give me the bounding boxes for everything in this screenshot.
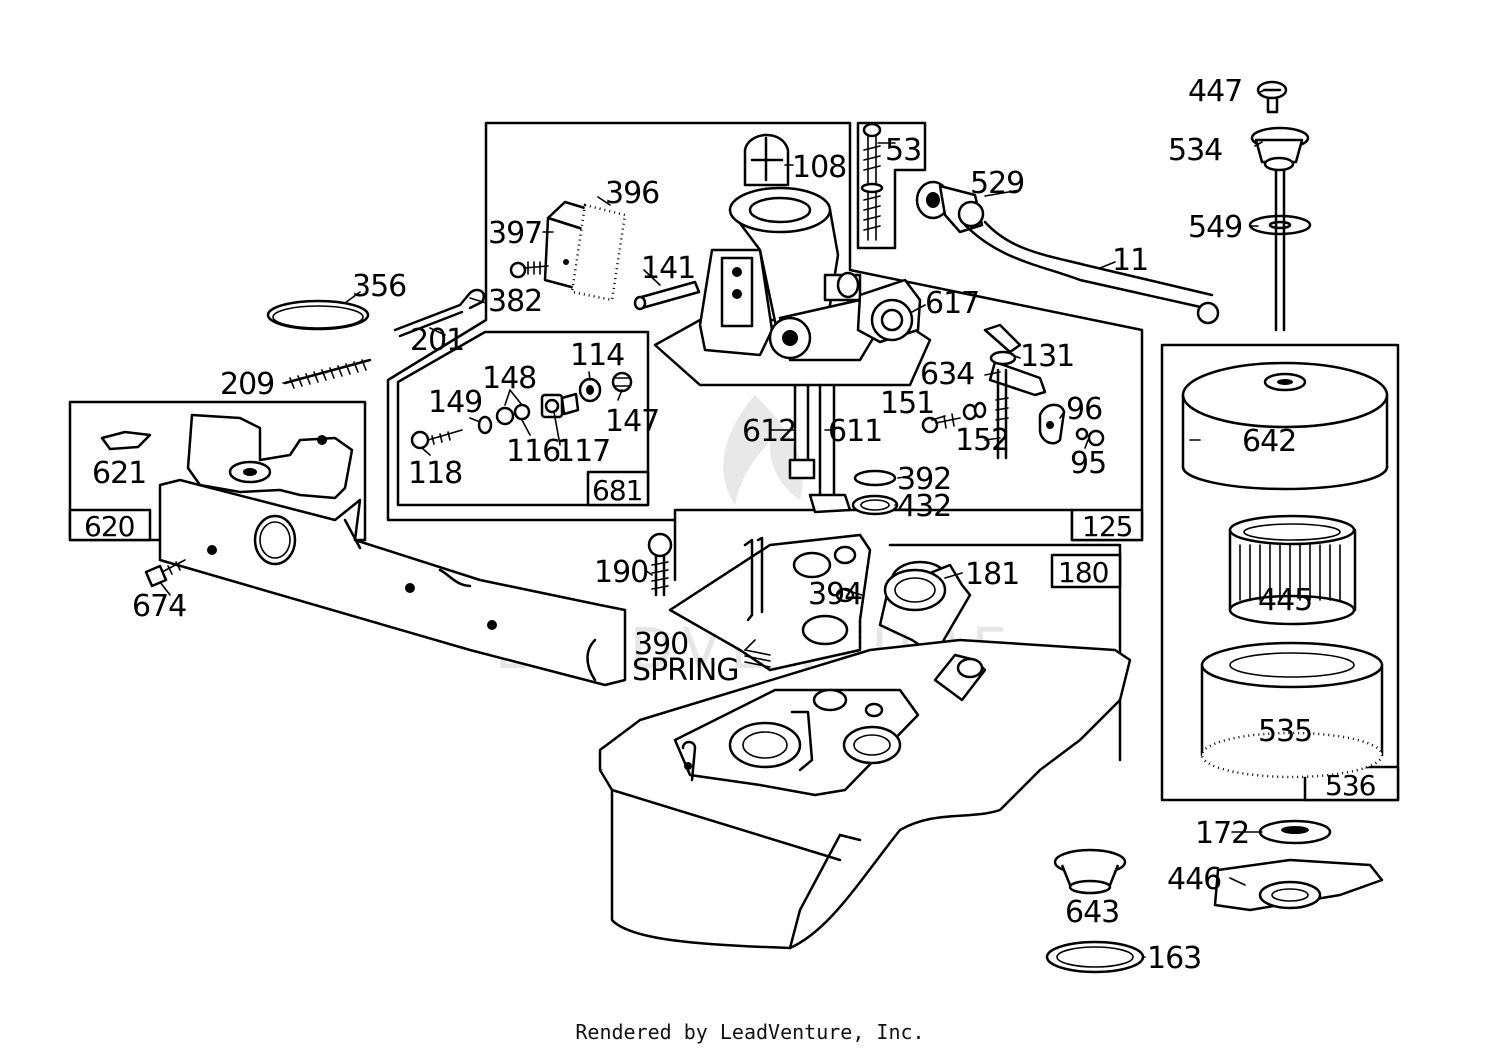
part-labels: 447 534 549 53 108 529 11 396 397 141 35…: [92, 74, 1313, 976]
part-172-seal: [1258, 819, 1332, 845]
label-534: 534: [1168, 133, 1222, 168]
label-445: 445: [1258, 583, 1312, 618]
label-96: 96: [1066, 392, 1102, 427]
part-53-screw: [860, 122, 884, 241]
label-621: 621: [92, 456, 146, 491]
label-118: 118: [408, 456, 462, 491]
label-397: 397: [488, 216, 542, 251]
box-tag-125: [1070, 508, 1144, 542]
label-642: 642: [1242, 424, 1296, 459]
part-397-block: [543, 200, 627, 302]
footer-credit: Rendered by LeadVenture, Inc.: [575, 1020, 925, 1044]
label-396: 396: [605, 176, 659, 211]
label-674: 674: [132, 589, 186, 624]
label-114: 114: [570, 338, 624, 373]
box-tag-180: [1050, 553, 1122, 589]
part-642-cover: [1181, 361, 1389, 491]
label-432: 432: [897, 489, 951, 524]
label-181: 181: [965, 557, 1019, 592]
box-tag-681: [586, 470, 650, 507]
label-382: 382: [488, 284, 542, 319]
part-96-plate: [1038, 403, 1066, 445]
box-label-620: 620: [84, 510, 134, 543]
part-141-shaft: [633, 280, 701, 311]
label-549: 549: [1188, 210, 1242, 245]
label-spring: SPRING: [632, 653, 739, 688]
label-634: 634: [920, 357, 974, 392]
label-529: 529: [970, 166, 1024, 201]
label-390: 390: [634, 627, 688, 662]
label-172: 172: [1195, 816, 1249, 851]
part-446-gasket: [1213, 858, 1384, 912]
part-356-ring: [266, 299, 370, 331]
part-152-shaft: [995, 368, 1009, 460]
box-tag-620: [68, 508, 152, 542]
part-209-spring: [283, 358, 372, 389]
part-620-bracket: [100, 413, 627, 687]
part-681-set: [410, 371, 633, 450]
part-181-neck: [878, 560, 972, 657]
label-117: 117: [556, 434, 610, 469]
part-534-cap: [1250, 126, 1310, 172]
part-394-gasket: [667, 533, 872, 672]
label-643: 643: [1065, 895, 1119, 930]
part-95-screw: [1075, 427, 1105, 447]
part-392-gasket: [851, 469, 899, 516]
part-drawings: [100, 80, 1389, 974]
box-label-125: 125: [1082, 510, 1132, 543]
label-447: 447: [1188, 74, 1242, 109]
label-394: 394: [808, 577, 862, 612]
label-392: 392: [897, 462, 951, 497]
label-116: 116: [506, 434, 560, 469]
part-674-screw: [144, 559, 186, 588]
label-141: 141: [641, 251, 695, 286]
part-190-screw: [647, 532, 673, 597]
label-147: 147: [605, 404, 659, 439]
part-382-screw: [509, 261, 549, 279]
part-151-spring: [921, 401, 987, 434]
label-201: 201: [410, 323, 464, 358]
part-447-screw: [1256, 80, 1288, 114]
part-535-foam: [1200, 641, 1384, 779]
part-180-tank: [598, 638, 1132, 950]
part-163-washer: [1045, 940, 1145, 974]
label-612: 612: [742, 414, 796, 449]
label-152: 152: [955, 423, 1009, 458]
leader-lines: [159, 89, 1266, 958]
box-label-681: 681: [592, 474, 642, 507]
label-446: 446: [1167, 862, 1221, 897]
label-131: 131: [1020, 339, 1074, 374]
label-535: 535: [1258, 714, 1312, 749]
label-53: 53: [885, 133, 921, 168]
label-611: 611: [828, 414, 882, 449]
box-tags: 681 620 125 180 536: [68, 470, 1400, 802]
label-356: 356: [352, 269, 406, 304]
part-108-choke: [743, 133, 790, 187]
part-11-hose: [963, 220, 1220, 325]
part-549-washer-rod: [1248, 168, 1312, 332]
box-label-180: 180: [1058, 556, 1108, 589]
part-445-filter: [1228, 514, 1357, 626]
label-617: 617: [925, 286, 979, 321]
label-209: 209: [220, 367, 274, 402]
label-149: 149: [428, 385, 482, 420]
label-163: 163: [1147, 941, 1201, 976]
part-529-elbow: [915, 180, 985, 234]
label-151: 151: [880, 386, 934, 421]
part-643-grommet: [1053, 848, 1127, 895]
label-95: 95: [1070, 446, 1106, 481]
part-125-carburetor: [653, 186, 932, 514]
part-131-lever: [983, 323, 1047, 397]
label-190: 190: [594, 555, 648, 590]
label-11: 11: [1112, 243, 1148, 278]
label-148: 148: [482, 361, 536, 396]
label-108: 108: [792, 150, 846, 185]
